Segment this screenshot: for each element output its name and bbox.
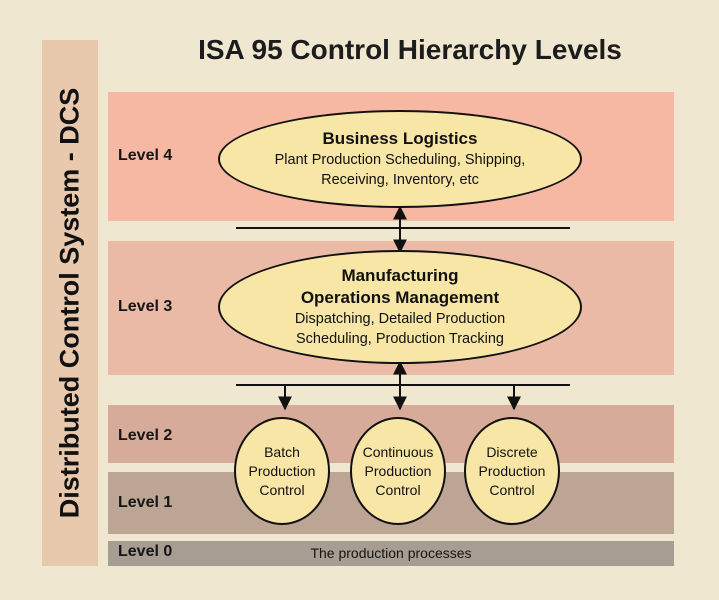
- business-logistics-ellipse: Business Logistics Plant Production Sche…: [218, 110, 582, 208]
- mom-line2: Scheduling, Production Tracking: [296, 331, 504, 347]
- level-1-label: Level 1: [118, 494, 173, 511]
- continuous-line3: Control: [375, 481, 421, 498]
- level-0-label: Level 0: [118, 543, 173, 560]
- mom-heading-line2: Operations Management: [300, 288, 500, 307]
- mom-heading-line1: Manufacturing: [341, 266, 459, 285]
- discrete-line3: Control: [489, 481, 535, 498]
- discrete-line1: Discrete: [486, 443, 538, 460]
- business-logistics-line1: Plant Production Scheduling, Shipping,: [274, 152, 526, 168]
- discrete-control-circle: Discrete Production Control: [464, 417, 560, 525]
- level-3-label: Level 3: [118, 298, 173, 315]
- business-logistics-line2: Receiving, Inventory, etc: [321, 172, 479, 188]
- batch-line3: Control: [259, 481, 305, 498]
- business-logistics-heading: Business Logistics: [322, 129, 478, 148]
- continuous-control-circle: Continuous Production Control: [350, 417, 446, 525]
- dcs-side-bar: [42, 40, 98, 566]
- level-4-label: Level 4: [118, 147, 173, 164]
- level-2-label: Level 2: [118, 427, 173, 444]
- production-processes-label: The production processes: [310, 545, 472, 561]
- batch-line2: Production: [248, 462, 316, 479]
- continuous-line1: Continuous: [362, 443, 434, 460]
- batch-control-circle: Batch Production Control: [234, 417, 330, 525]
- diagram-title: ISA 95 Control Hierarchy Levels: [198, 34, 622, 65]
- batch-line1: Batch: [264, 443, 300, 460]
- mom-ellipse: Manufacturing Operations Management Disp…: [218, 250, 582, 364]
- continuous-line2: Production: [364, 462, 432, 479]
- mom-line1: Dispatching, Detailed Production: [294, 311, 506, 327]
- level-0-band: [108, 541, 674, 566]
- discrete-line2: Production: [478, 462, 546, 479]
